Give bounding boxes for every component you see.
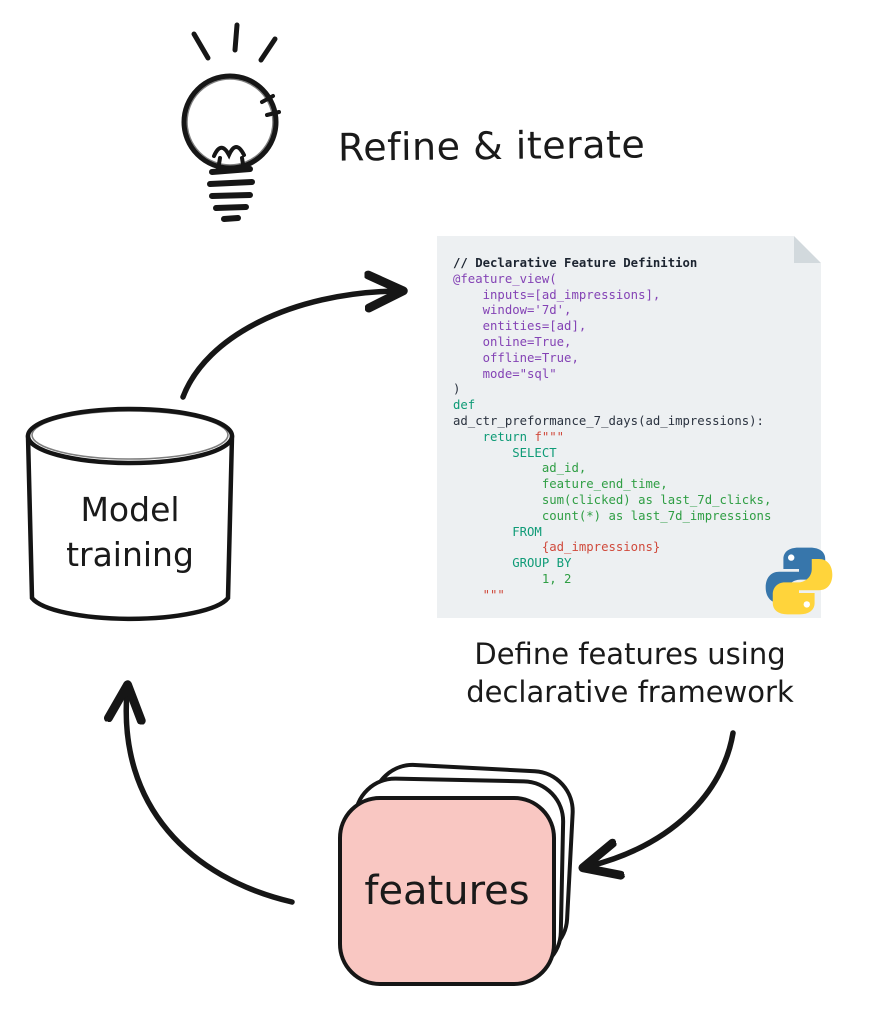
features-card-stack: features <box>330 760 586 996</box>
page-fold-corner <box>794 236 821 263</box>
code-card: // Declarative Feature Definition@featur… <box>437 236 821 618</box>
arrow-model-to-code <box>180 291 396 400</box>
arrow-features-to-model <box>126 692 295 905</box>
caption-line-1: Define features using <box>474 637 786 671</box>
features-card-front: features <box>338 796 556 986</box>
model-training-label: Model training <box>18 488 242 577</box>
model-label-line-2: training <box>66 534 194 574</box>
arrow-caption-to-features <box>590 730 736 866</box>
lightbulb-icon <box>158 18 310 236</box>
refine-iterate-title: Refine & iterate <box>337 122 646 170</box>
define-features-caption: Define features using declarative framew… <box>448 636 812 711</box>
caption-line-2: declarative framework <box>466 674 794 709</box>
python-logo-icon <box>760 542 838 620</box>
features-label: features <box>364 868 530 914</box>
model-label-line-1: Model <box>80 490 180 529</box>
code-block: // Declarative Feature Definition@featur… <box>453 256 772 602</box>
model-training-cylinder: Model training <box>18 402 242 642</box>
